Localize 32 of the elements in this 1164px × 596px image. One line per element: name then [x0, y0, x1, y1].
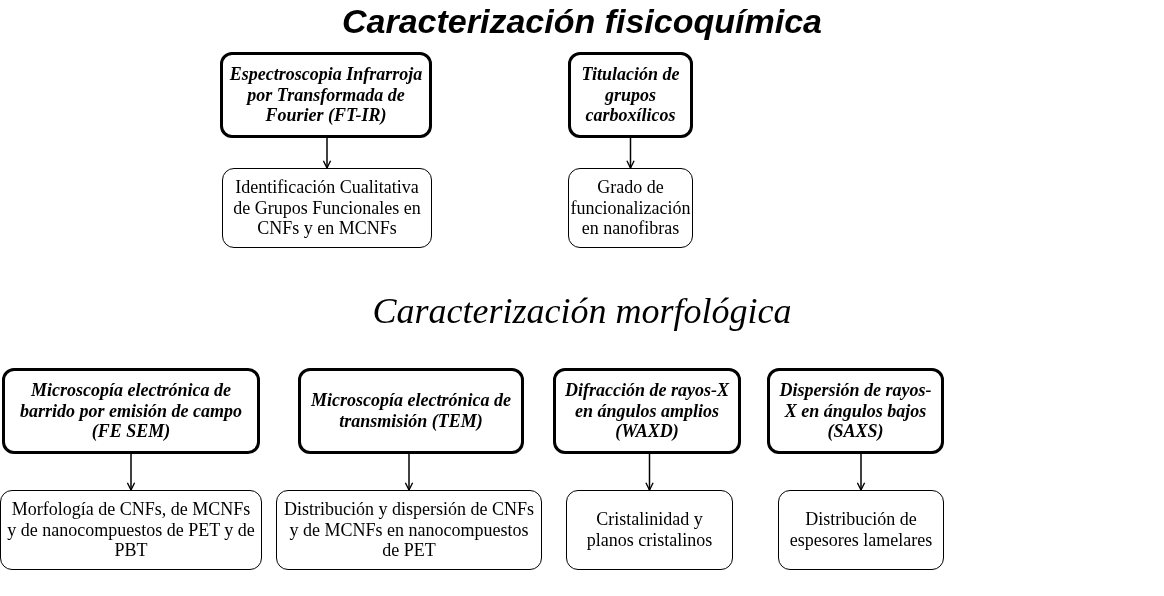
method-name: Espectroscopia Infrarroja por Transformada de Fourier (FT-IR)	[229, 63, 423, 127]
method-box	[2, 368, 260, 454]
method-name: Dispersión de rayos-X en ángulos bajos (SAXS)	[778, 379, 933, 443]
result-box	[778, 490, 944, 570]
section-heading: Caracterización morfológica	[371, 290, 793, 332]
result-box	[568, 168, 693, 248]
result-text: Distribución de espesores lamelares	[788, 509, 934, 551]
method-box	[767, 368, 944, 454]
result-box	[222, 168, 432, 248]
method-name: Difracción de rayos-X en ángulos amplios (WAXD)	[564, 379, 731, 443]
result-text: Morfología de CNFs, de MCNFs y de nanocompuestos de PET y de PBT	[7, 498, 255, 562]
method-box	[568, 52, 693, 138]
arrow	[626, 137, 635, 169]
method-name: Titulación de grupos carboxílicos	[580, 63, 681, 127]
arrow	[645, 453, 654, 491]
result-text: Distribución y dispersión de CNFs y de MCNFs en nanocompuestos de PET	[283, 498, 535, 562]
result-text: Identificación Cualitativa de Grupos Funcionales en CNFs y en MCNFs	[232, 176, 422, 240]
result-box	[0, 490, 262, 570]
method-box	[553, 368, 741, 454]
method-name: Microscopía electrónica de transmisión (TEM)	[310, 390, 512, 432]
arrow	[126, 453, 136, 491]
arrow	[856, 453, 866, 491]
section-heading: Caracterización fisicoquímica	[341, 2, 823, 41]
arrow	[404, 453, 414, 491]
result-text: Grado de funcionalización en nanofibras	[570, 176, 691, 240]
method-box	[220, 52, 432, 138]
result-box	[566, 490, 733, 570]
result-box	[276, 490, 542, 570]
arrow	[322, 137, 332, 169]
method-name: Microscopía electrónica de barrido por emisión de campo (FE SEM)	[19, 379, 243, 443]
result-text: Cristalinidad y planos cristalinos	[585, 509, 714, 551]
method-box	[298, 368, 524, 454]
